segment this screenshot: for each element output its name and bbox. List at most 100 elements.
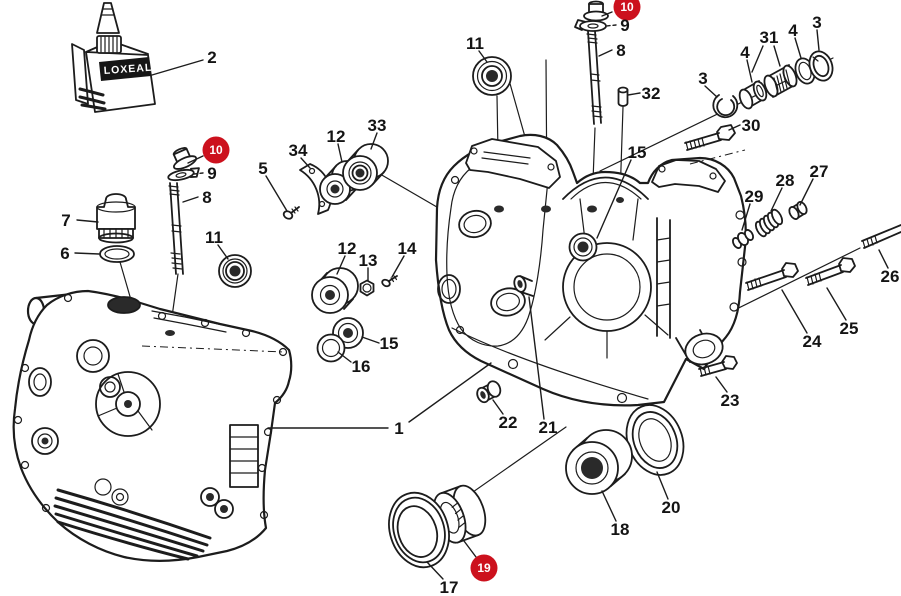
leader-line-34 (300, 157, 311, 169)
callout-22: 22 (499, 413, 518, 432)
callout-8: 8 (616, 41, 625, 60)
leader-line-20 (656, 471, 669, 500)
leader-line-16 (337, 351, 352, 363)
callout-9: 9 (207, 164, 216, 183)
bottle-stripe (78, 87, 105, 97)
callout-4: 4 (788, 21, 798, 40)
leader-line-3 (816, 29, 820, 51)
callout-9: 9 (620, 16, 629, 35)
splined-bushing-31 (763, 64, 798, 98)
callout-18: 18 (611, 520, 630, 539)
circlip-3-left (712, 94, 739, 119)
bearing-19 (432, 484, 487, 544)
bolt-23 (698, 355, 738, 377)
leader-line-26 (878, 249, 889, 269)
seal-15-installed (568, 232, 598, 262)
o-ring-6 (99, 245, 135, 263)
cup-ring-17 (388, 491, 450, 569)
callout-12: 12 (338, 239, 357, 258)
washer-9-right (574, 19, 607, 32)
bearing-18 (565, 429, 633, 495)
sealant-bottle: LOXEAL (71, 2, 156, 113)
washer-9-left (167, 167, 200, 182)
leader-line-15 (596, 159, 632, 239)
callout-11: 11 (205, 228, 223, 247)
leader-line-31 (773, 45, 781, 67)
callout-5: 5 (258, 159, 267, 178)
bottle-nozzle (96, 2, 120, 34)
leader-line-12 (336, 255, 346, 275)
leader-line-4 (794, 37, 802, 59)
screw-5 (282, 206, 300, 220)
bushing-4-left (738, 80, 768, 110)
ring-16 (316, 333, 346, 363)
bearing-11-right (472, 56, 512, 96)
bolt-30 (684, 124, 736, 151)
callout-2: 2 (207, 48, 216, 67)
spacer-22 (476, 380, 502, 404)
leader-line-3 (704, 85, 718, 98)
bottle-stripe (80, 103, 107, 111)
stud-8-left (168, 182, 184, 275)
leader-line-8 (598, 49, 613, 57)
leader-line-2 (151, 59, 204, 76)
bolt-24 (745, 262, 799, 291)
leader-line-11 (478, 50, 488, 63)
leader-line-4 (746, 59, 753, 83)
callout-23: 23 (721, 391, 740, 410)
leader-line-22 (492, 399, 504, 415)
nipple-29 (732, 229, 754, 249)
highlight-circle-10 (613, 0, 641, 21)
leader-line-24 (781, 289, 808, 334)
leader-line-15 (361, 336, 380, 344)
left-case-details (13, 293, 288, 561)
plug-7 (96, 193, 136, 244)
leader-line-8 (182, 196, 199, 203)
nut-13 (359, 279, 375, 297)
callout-4: 4 (740, 43, 750, 62)
callout-33: 33 (368, 116, 387, 135)
callout-28: 28 (776, 171, 795, 190)
circlip-3-right (808, 50, 834, 82)
highlight-circle-19 (470, 554, 498, 582)
leader-line-30 (728, 124, 741, 131)
leader-line-33 (370, 132, 378, 150)
callout-14: 14 (398, 239, 417, 258)
bearing-33 (342, 143, 389, 191)
bolt-10-left (172, 147, 198, 170)
leader-line-21 (528, 296, 545, 420)
callout-10: 10 (209, 143, 223, 157)
callout-13: 13 (359, 251, 378, 270)
highlight-circle-10 (202, 136, 230, 164)
leader-line-14 (391, 255, 405, 278)
right-case-details (437, 138, 747, 404)
leader-line-29 (741, 203, 751, 231)
leader-line-12 (337, 143, 343, 163)
bottle-stripe (78, 95, 106, 105)
callout-26: 26 (881, 267, 900, 286)
leader-lines (74, 11, 889, 580)
callout-32: 32 (642, 84, 661, 103)
callout-25: 25 (840, 319, 859, 338)
leader-line-9 (605, 24, 617, 27)
leader-line-6 (74, 252, 100, 255)
leader-line-10 (601, 11, 613, 17)
bottle-cap (96, 35, 122, 54)
leader-line-10 (187, 155, 204, 164)
callout-24: 24 (803, 332, 822, 351)
bearing-11-left (218, 254, 252, 288)
callout-3: 3 (812, 13, 821, 32)
bolt-25 (805, 257, 856, 286)
callout-1: 1 (394, 419, 403, 438)
left-crankcase (12, 289, 293, 562)
callout-27: 27 (810, 162, 829, 181)
callout-7: 7 (61, 211, 70, 230)
leader-line-32 (627, 92, 641, 96)
stud-8-right (586, 30, 603, 125)
right-case-outline (434, 133, 747, 407)
leader-line-7 (76, 219, 99, 223)
callout-8: 8 (202, 188, 211, 207)
